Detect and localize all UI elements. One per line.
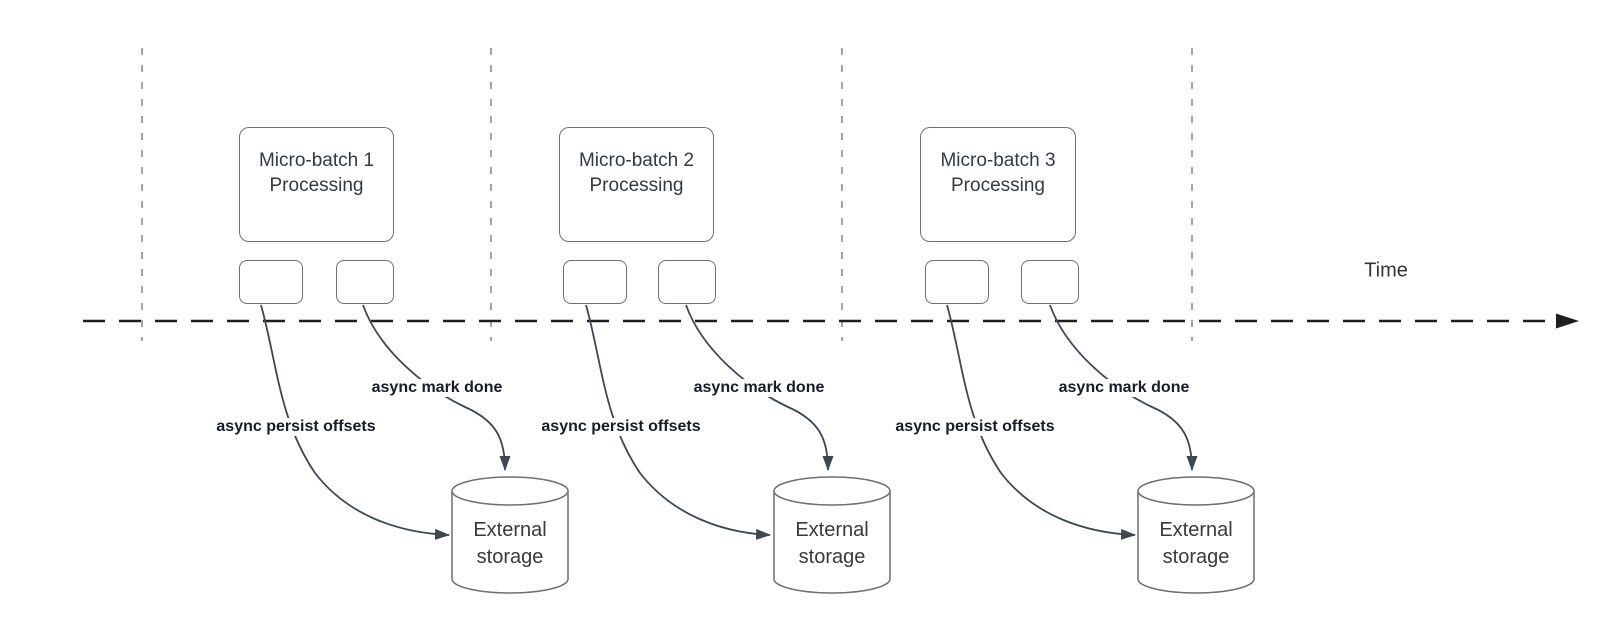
batch-2-storage-label: External storage: [774, 517, 890, 571]
mark-done-arrow-2: [685, 304, 834, 471]
batch-1-persist-offsets-label: async persist offsets: [213, 418, 379, 436]
mark-done-arrow-1: [362, 304, 511, 471]
micro-batch-3-box: Micro-batch 3 Processing: [920, 127, 1076, 242]
batch-3-persist-offsets-label: async persist offsets: [892, 418, 1058, 436]
storage-cylinder-3: [1137, 476, 1255, 594]
time-axis: [83, 313, 1579, 329]
time-axis-arrowhead: [1556, 313, 1579, 329]
persist-offsets-arrow-2: [585, 304, 771, 540]
persist-offsets-arrow-3: [946, 304, 1136, 540]
micro-batch-1-box: Micro-batch 1 Processing: [239, 127, 394, 242]
batch-2-persist-offsets-label: async persist offsets: [538, 418, 704, 436]
storage-label-line1: External: [473, 519, 547, 541]
time-axis-label: Time: [1364, 259, 1408, 282]
batch-3-offsets-task-box: [925, 260, 989, 304]
storage-cylinder-1: [451, 476, 569, 594]
batch-1-storage-label: External storage: [452, 517, 568, 571]
batch-3-done-task-box: [1021, 260, 1079, 304]
storage-label-line1: External: [795, 519, 869, 541]
cylinder-top: [773, 476, 891, 506]
batch-2-offsets-task-box: [563, 260, 627, 304]
mark-done-arrow-3: [1049, 304, 1198, 471]
cylinder-body: [1137, 491, 1255, 594]
storage-cylinders: [451, 476, 1255, 594]
micro-batch-3-title: Micro-batch 3: [940, 150, 1056, 171]
micro-batch-2-box: Micro-batch 2 Processing: [559, 127, 714, 242]
cylinder-top: [1137, 476, 1255, 506]
storage-label-line2: storage: [476, 546, 544, 568]
cylinder-body: [773, 491, 891, 594]
batch-3-mark-done-label: async mark done: [1055, 379, 1193, 397]
cylinder-top: [451, 476, 569, 506]
batch-3-storage-label: External storage: [1138, 517, 1254, 571]
batch-2-done-task-box: [658, 260, 716, 304]
batch-1-done-task-box: [336, 260, 394, 304]
storage-label-line1: External: [1159, 519, 1233, 541]
cylinder-body: [451, 491, 569, 594]
storage-cylinder-2: [773, 476, 891, 594]
async-arrows: [260, 304, 1198, 540]
storage-label-line2: storage: [798, 546, 866, 568]
batch-1-offsets-task-box: [239, 260, 303, 304]
storage-label-line2: storage: [1162, 546, 1230, 568]
micro-batch-3-subtitle: Processing: [951, 175, 1045, 196]
persist-offsets-arrow-1: [260, 304, 450, 540]
micro-batch-2-title: Micro-batch 2: [578, 150, 695, 171]
micro-batch-2-subtitle: Processing: [589, 175, 684, 196]
batch-1-mark-done-label: async mark done: [368, 379, 506, 397]
time-gridlines: [141, 48, 1193, 341]
micro-batch-1-title: Micro-batch 1: [258, 150, 375, 171]
micro-batch-1-subtitle: Processing: [269, 175, 364, 196]
batch-2-mark-done-label: async mark done: [690, 379, 828, 397]
